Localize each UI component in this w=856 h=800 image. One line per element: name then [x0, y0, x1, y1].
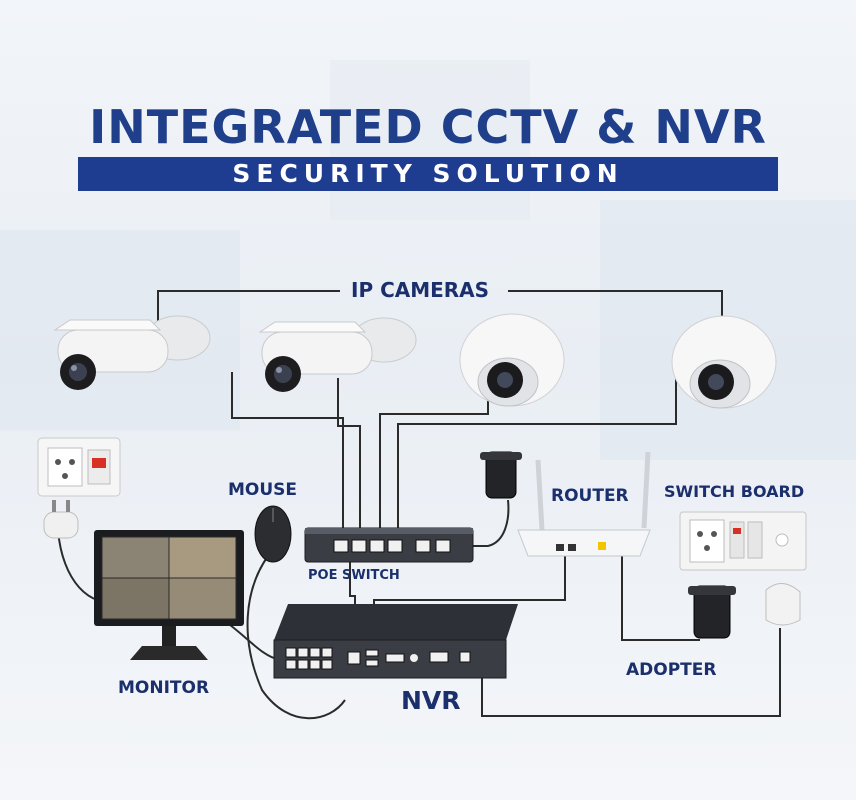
- label-ip-cameras: IP CAMERAS: [351, 278, 490, 302]
- page-title: INTEGRATED CCTV & NVR: [89, 100, 767, 154]
- background-building-center: [330, 60, 530, 220]
- power-adopter: [688, 585, 736, 639]
- poe-switch: [304, 527, 474, 563]
- cables: [57, 290, 781, 720]
- cable-camera4: [397, 378, 677, 546]
- label-nvr: NVR: [401, 686, 461, 715]
- label-switch-board: SWITCH BOARD: [664, 482, 805, 501]
- label-monitor: MONITOR: [118, 678, 210, 698]
- computer-mouse: [254, 505, 292, 563]
- cable-nvr-power: [481, 628, 781, 717]
- wall-socket: [37, 437, 121, 497]
- dome-camera-1: [459, 313, 565, 407]
- power-plug: [43, 500, 79, 539]
- nvr-recorder: [273, 604, 518, 679]
- bullet-camera-1: [53, 315, 211, 390]
- monitor: [94, 530, 244, 660]
- page-subtitle: SECURITY SOLUTION: [232, 159, 624, 188]
- cable-router-adopter: [621, 556, 700, 641]
- switch-board: [679, 511, 807, 571]
- dome-camera-2: [671, 315, 777, 409]
- camera-bracket-right: [508, 290, 723, 320]
- bullet-camera-2: [258, 317, 417, 392]
- cable-mouse: [246, 555, 346, 720]
- label-router: ROUTER: [551, 486, 629, 506]
- cable-camera2: [337, 378, 361, 546]
- label-adopter: ADOPTER: [626, 660, 717, 680]
- camera-bracket-left: [157, 290, 340, 330]
- label-poe-switch: POE SWITCH: [308, 568, 400, 583]
- cable-camera1: [231, 372, 344, 546]
- cable-monitor-nvr: [229, 624, 281, 661]
- router: [517, 451, 651, 557]
- label-mouse: MOUSE: [228, 480, 298, 500]
- cable-switch-power: [472, 499, 510, 547]
- wall-plug-right: [765, 583, 801, 626]
- subtitle-banner: [78, 157, 778, 191]
- switch-power-adapter: [480, 451, 522, 499]
